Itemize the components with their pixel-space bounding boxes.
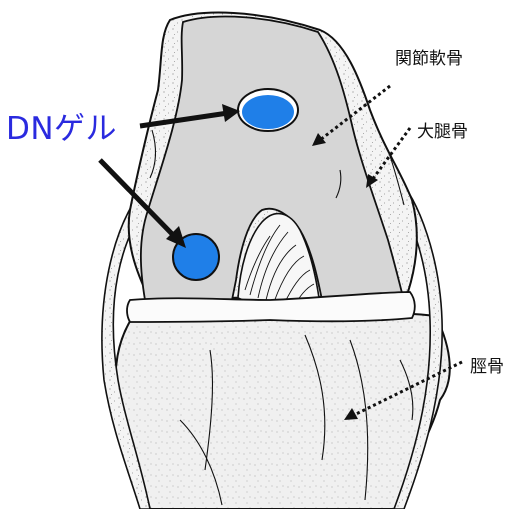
dn-gel-label: DNゲル: [6, 103, 117, 148]
femur-label: 大腿骨: [417, 117, 468, 142]
tibia-bone: [116, 305, 450, 509]
articular-cartilage-label: 関節軟骨: [395, 44, 463, 69]
gel-plug-upper-fill: [242, 95, 294, 129]
tibia-label: 脛骨: [470, 352, 504, 377]
